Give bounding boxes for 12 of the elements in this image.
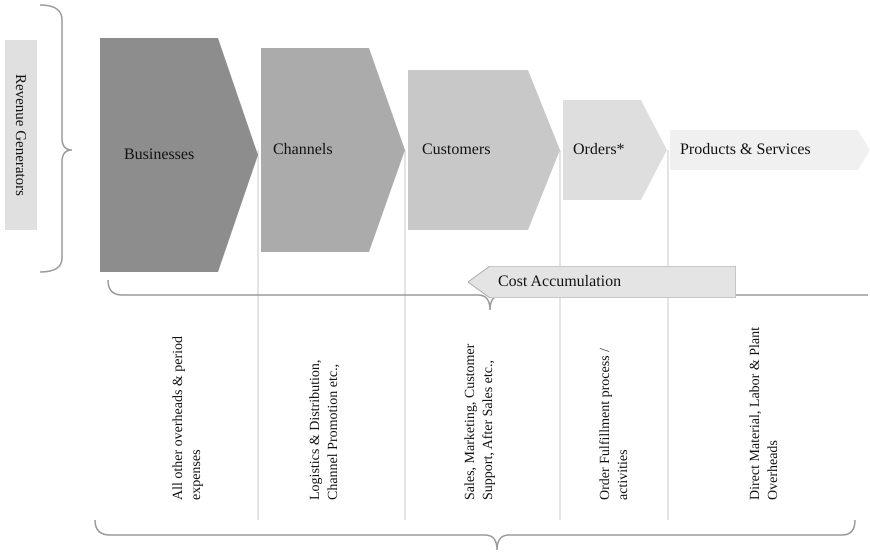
cost-note: Sales, Marketing, Customer Support, After Sales etc.,	[462, 342, 497, 500]
stage-block: Channels	[261, 48, 405, 252]
cost-note: Direct Material, Labor & Plant Overheads	[747, 326, 782, 500]
cost-note: Logistics & Distribution, Channel Promotion etc.,	[307, 358, 342, 500]
cost-note: All other overheads & period expenses	[170, 334, 205, 500]
stage-block: Products & Services	[670, 130, 870, 170]
stage-block: Customers	[408, 70, 560, 230]
stage-block: Orders*	[563, 100, 667, 200]
cost-banner: Cost Accumulation	[468, 266, 736, 298]
cost-note: Order Fulfillment process / activities	[597, 346, 632, 500]
label-box: Revenue Generators	[5, 40, 37, 230]
stage-block: Businesses	[100, 38, 258, 272]
